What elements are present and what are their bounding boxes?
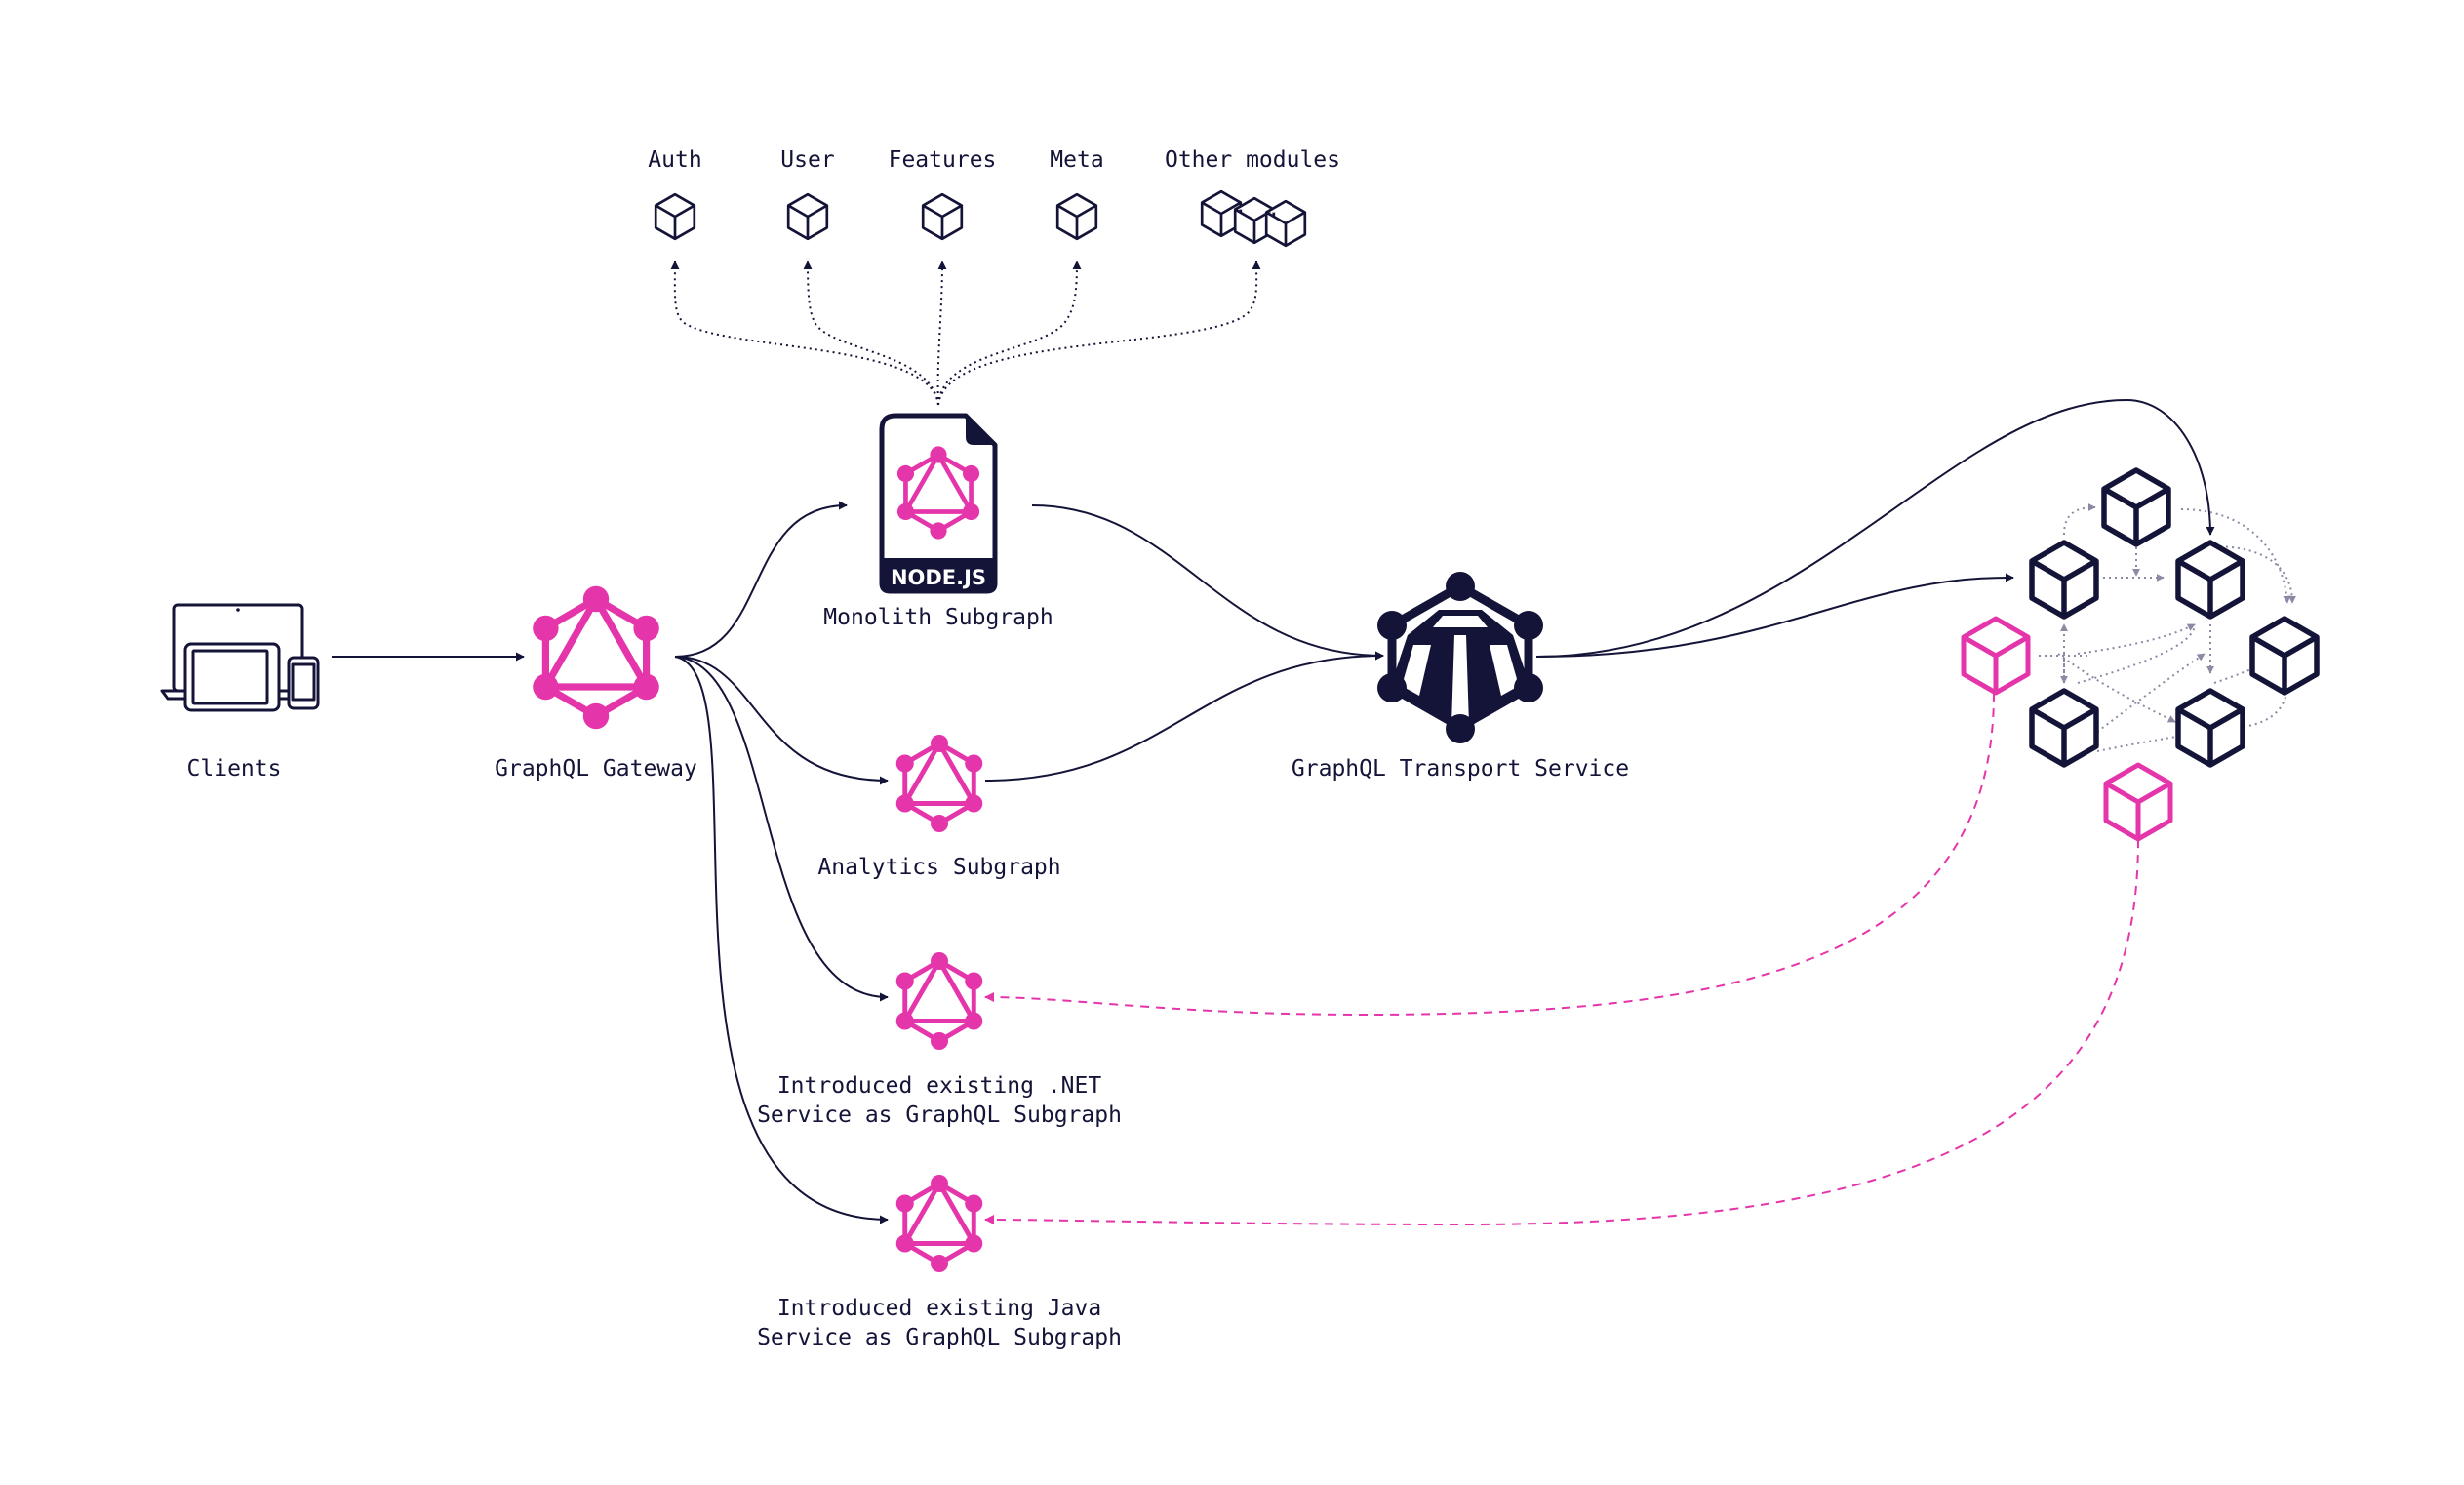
cube-icon — [2178, 542, 2243, 617]
edge-monolith-auth — [670, 261, 939, 406]
edge-gateway-analytics — [674, 656, 889, 785]
cluster-link — [2243, 682, 2288, 728]
cube-icon — [2252, 619, 2317, 693]
cube-icon — [2032, 691, 2096, 765]
pink-cube-icon — [1964, 619, 2028, 693]
cube-icon — [921, 192, 964, 241]
cluster-link — [2063, 503, 2096, 536]
cluster-link — [2213, 545, 2296, 604]
microservice-cluster — [1964, 470, 2317, 839]
graphql-logo-icon — [896, 735, 983, 832]
cube-icon — [2032, 542, 2096, 617]
edge-analytics-transport — [984, 651, 1384, 782]
cube-icon — [654, 192, 696, 241]
module-other-label: Other modules — [1165, 147, 1340, 173]
gateway-node: GraphQL Gateway — [495, 586, 697, 782]
cluster-link — [2096, 653, 2206, 733]
nodejs-file-icon: NODE.JS — [879, 413, 998, 594]
module-other: Other modules — [1165, 147, 1340, 248]
edge-transport-cluster-a — [1535, 573, 2014, 658]
monolith-node: NODE.JS Monolith Subgraph — [823, 413, 1053, 630]
dotnet-label-line2: Service as GraphQL Subgraph — [757, 1103, 1122, 1128]
transport-logo-icon — [1377, 572, 1543, 743]
graphql-logo-icon — [533, 586, 659, 729]
clients-label: Clients — [187, 756, 282, 782]
monolith-badge: NODE.JS — [891, 566, 986, 589]
edge-gateway-monolith — [674, 501, 848, 658]
edge-transport-cluster-b — [1535, 398, 2215, 658]
transport-node: GraphQL Transport Service — [1292, 572, 1629, 782]
edge-monolith-features — [936, 261, 947, 406]
devices-icon — [160, 603, 320, 712]
analytics-label: Analytics Subgraph — [817, 855, 1060, 880]
cube-icon — [1264, 199, 1307, 248]
java-label-line1: Introduced existing Java — [777, 1296, 1101, 1321]
module-auth: Auth — [648, 147, 702, 241]
cluster-link — [2057, 653, 2176, 723]
modules-row: Auth User Features Meta Other modules — [648, 147, 1340, 248]
gateway-label: GraphQL Gateway — [495, 756, 697, 782]
graphql-logo-icon — [896, 952, 983, 1050]
graphql-logo-icon — [896, 1175, 983, 1272]
java-node: Introduced existing Java Service as Grap… — [757, 1175, 1122, 1350]
cube-icon — [2104, 470, 2168, 544]
clients-node: Clients — [160, 603, 320, 782]
analytics-node: Analytics Subgraph — [817, 735, 1061, 880]
edge-gateway-java — [674, 656, 889, 1224]
dotnet-node: Introduced existing .NET Service as Grap… — [757, 952, 1122, 1128]
cluster-link — [2077, 623, 2196, 655]
edge-monolith-transport — [1031, 504, 1384, 661]
cube-icon — [786, 192, 829, 241]
edge-gateway-dotnet — [674, 656, 889, 1002]
edge-pinkcube-dotnet — [984, 692, 1995, 1017]
java-label-line2: Service as GraphQL Subgraph — [757, 1325, 1122, 1350]
module-features: Features — [889, 147, 997, 241]
module-meta-label: Meta — [1050, 147, 1103, 173]
edge-monolith-meta — [937, 261, 1082, 406]
module-user: User — [780, 147, 835, 241]
monolith-label: Monolith Subgraph — [823, 605, 1053, 630]
edge-pinkcube-java — [984, 838, 2139, 1226]
edge-monolith-other — [937, 261, 1261, 406]
dotnet-label-line1: Introduced existing .NET — [777, 1073, 1101, 1099]
module-auth-label: Auth — [648, 147, 701, 173]
transport-label: GraphQL Transport Service — [1292, 756, 1629, 782]
cube-icon — [2178, 691, 2243, 765]
cube-icon — [1055, 192, 1098, 241]
cluster-link — [2077, 623, 2196, 684]
pink-cube-icon — [2106, 765, 2170, 839]
edges — [332, 261, 2296, 1226]
module-meta: Meta — [1050, 147, 1104, 241]
module-features-label: Features — [889, 147, 997, 173]
module-user-label: User — [780, 147, 834, 173]
edge-monolith-user — [803, 261, 939, 406]
